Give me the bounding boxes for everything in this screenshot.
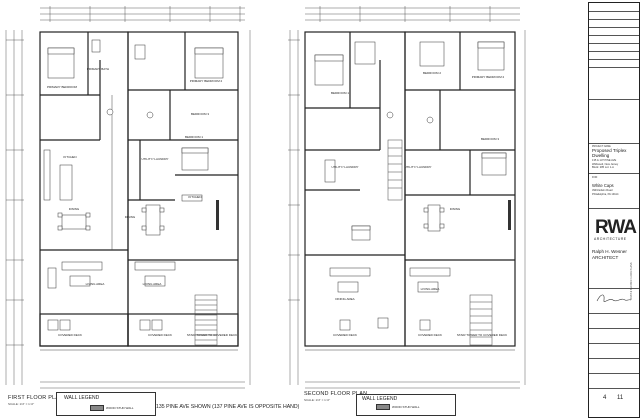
room-label: UTILITY/ LAUNDRY <box>404 165 431 169</box>
room-label: BEDROOM 3 <box>481 137 499 141</box>
room-label: UTILITY/ LAUNDRY <box>141 157 168 161</box>
wall-legend-title: WALL LEGEND <box>362 396 398 402</box>
room-label: COVERED DECK <box>418 333 442 337</box>
architect-name: Ralph H. Wesner <box>592 249 627 254</box>
project-name-2: Dwelling <box>592 153 610 158</box>
project-name: Proposed Triplex <box>592 148 627 153</box>
wall-legend-first <box>56 392 156 416</box>
second-floor-plan-scale: SCALE: 1/4" = 1'-0" <box>304 398 331 402</box>
room-label: COVERED DECK <box>58 333 82 337</box>
opposite-hand-note: 135 PINE AVE SHOWN (137 PINE AVE IS OPPO… <box>156 404 300 410</box>
room-label: DINING <box>125 215 136 219</box>
room-label: PRIMARY BEDROOM 2 <box>190 79 223 83</box>
signature-icon <box>596 294 632 302</box>
room-label: COVERED DECK <box>148 333 172 337</box>
project-label: PROJECT NAME <box>592 145 611 148</box>
room-label: UTILITY/ LAUNDRY <box>331 165 358 169</box>
room-label: KITCHEN <box>188 195 201 199</box>
first-floor-plan-scale: SCALE: 1/4" = 1'-0" <box>8 402 35 406</box>
first-floor-plan-title: FIRST FLOOR PLAN <box>8 395 64 401</box>
wood-stud-label: WOOD STUD WALL <box>106 405 134 410</box>
room-label: BEDROOM 1 <box>331 91 349 95</box>
sheet-total: 11 <box>617 395 624 401</box>
client-name: White Caps <box>592 183 614 188</box>
architect-title: ARCHITECT <box>592 255 619 260</box>
wood-stud-swatch <box>90 405 104 411</box>
wall-legend-title: WALL LEGEND <box>64 395 100 401</box>
project-address-3: Block: 285 Lot: 1-A <box>592 166 614 169</box>
room-label: COVERED DECK <box>333 333 357 337</box>
room-label: BEDROOM 3 <box>191 112 209 116</box>
logo-subtitle: ARCHITECTURE <box>594 237 627 241</box>
room-label: DINING <box>69 207 80 211</box>
room-label: DINING <box>450 207 461 211</box>
client-label: FOR: <box>592 176 598 179</box>
room-label: STAIR TOWER TO COVERED DECK <box>187 333 237 337</box>
wood-stud-swatch <box>376 404 390 410</box>
room-label: PRIMARY BEDROOM 2 <box>472 75 505 79</box>
title-block: PROJECT NAME Proposed Triplex Dwelling 1… <box>588 2 640 418</box>
project-address-2: Wildwood, New Jersey <box>592 162 619 166</box>
room-label: KITCHEN <box>63 155 76 159</box>
room-label: BEDROOM 1 <box>185 135 203 139</box>
room-label: LIVING AREA <box>143 282 162 286</box>
room-label: PRIMARY BEDROOM <box>47 85 77 89</box>
project-address-1: 135 & 137 PINE AVE <box>592 159 617 162</box>
rwa-logo: RWA <box>595 217 637 238</box>
first-floor-plan: PRIMARY BEDROOM PRIMARY BATH PRIMARY BED… <box>5 6 251 389</box>
second-floor-plan-title: SECOND FLOOR PLAN <box>304 391 368 397</box>
room-label: LIVING AREA <box>421 287 440 291</box>
client-address-2: Philadelphia, PA 19114 <box>592 192 619 196</box>
client-address-1: 3949 Edwin Road <box>592 189 613 192</box>
second-floor-plan: BEDROOM 1 BEDROOM 2 PRIMARY BEDROOM 2 BE… <box>288 6 526 389</box>
room-label: LIVING AREA <box>86 282 105 286</box>
room-label: STAIR TOWER TO COVERED DECK <box>457 333 507 337</box>
sheet-number: 4 <box>603 395 607 401</box>
room-label: BEDROOM 2 <box>423 71 441 75</box>
wood-stud-label: WOOD STUD WALL <box>392 404 420 409</box>
room-label: PRIMARY BATH <box>87 67 109 71</box>
sheet-vertical-note: FIRST & SECOND FLOOR PLANS <box>630 262 633 300</box>
room-label: DINING AREA <box>335 297 354 301</box>
wall-legend-second <box>356 394 456 416</box>
